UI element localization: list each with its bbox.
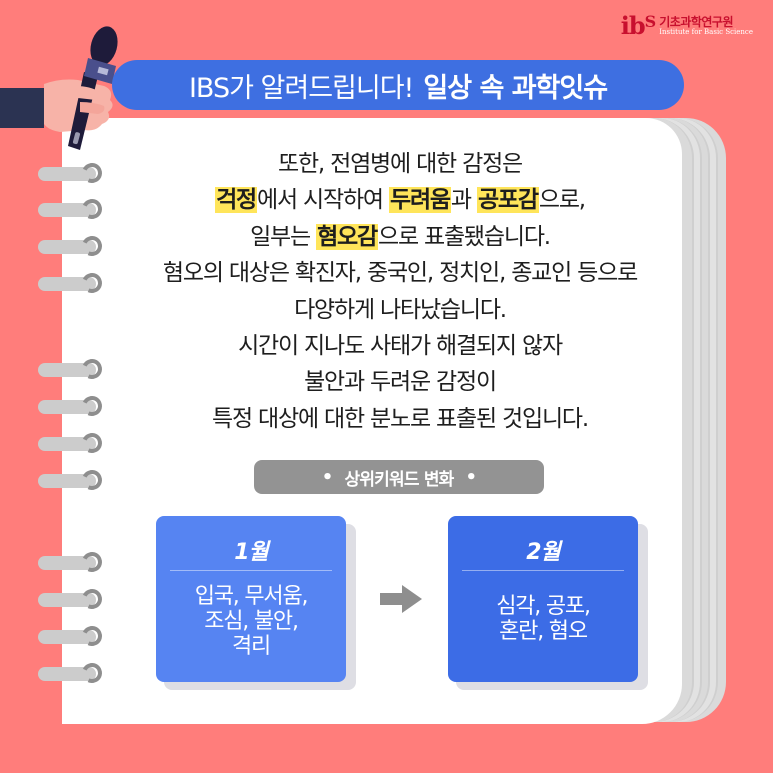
highlight-terror: 공포감 bbox=[476, 187, 539, 214]
keyword-change-label: 상위키워드 변화 bbox=[344, 469, 455, 490]
bullet-icon: • bbox=[321, 466, 333, 488]
highlight-worry: 걱정 bbox=[215, 187, 257, 214]
body-line-5: 다양하게 나타났습니다. bbox=[294, 296, 507, 323]
article-body: 또한, 전염병에 대한 감정은 걱정에서 시작하여 두려움과 공포감으로, 일부… bbox=[110, 146, 690, 437]
spiral-ring-icon bbox=[38, 196, 105, 222]
keyword-change-badge: • 상위키워드 변화 • bbox=[254, 460, 544, 494]
card-keywords: 입국, 무서움, 조심, 불안, 격리 bbox=[194, 584, 309, 659]
keyword-card-january: 1월 입국, 무서움, 조심, 불안, 격리 bbox=[156, 516, 346, 682]
header-title-light: IBS가 알려드립니다! bbox=[188, 72, 414, 104]
logo-name-english: Institute for Basic Science bbox=[659, 28, 753, 36]
highlight-fear: 두려움 bbox=[389, 187, 451, 214]
spiral-ring-icon bbox=[38, 660, 105, 686]
highlight-disgust: 혐오감 bbox=[316, 223, 378, 250]
card-month-title: 1월 bbox=[234, 540, 269, 565]
spiral-ring-icon bbox=[38, 549, 105, 575]
spiral-ring-icon bbox=[38, 586, 105, 612]
spiral-ring-icon bbox=[38, 356, 105, 382]
ibs-logo: ibS 기초과학연구원 Institute for Basic Science bbox=[621, 14, 753, 38]
ibs-logo-mark: ibS bbox=[620, 11, 656, 40]
body-line-8: 특정 대상에 대한 분노로 표출된 것입니다. bbox=[212, 405, 589, 432]
bullet-icon: • bbox=[465, 466, 477, 488]
card-month-title: 2월 bbox=[526, 540, 561, 565]
spiral-ring-icon bbox=[38, 233, 105, 259]
card-divider bbox=[170, 570, 332, 571]
spiral-ring-icon bbox=[38, 393, 105, 419]
microphone-icon bbox=[0, 26, 118, 150]
body-line-2: 걱정에서 시작하여 두려움과 공포감으로, bbox=[215, 187, 586, 214]
right-arrow-icon bbox=[380, 585, 422, 613]
spiral-ring-icon bbox=[38, 623, 105, 649]
body-line-3: 일부는 혐오감으로 표출됐습니다. bbox=[250, 223, 551, 250]
body-line-1: 또한, 전염병에 대한 감정은 bbox=[277, 151, 523, 177]
header-banner: IBS가 알려드립니다! 일상 속 과학잇슈 bbox=[112, 60, 684, 110]
logo-name-korean: 기초과학연구원 bbox=[659, 15, 734, 29]
spiral-ring-icon bbox=[38, 430, 105, 456]
spiral-ring-icon bbox=[38, 160, 105, 186]
card-keywords: 심각, 공포, 혼란, 혐오 bbox=[496, 594, 591, 644]
body-line-6: 시간이 지나도 사태가 해결되지 않자 bbox=[238, 333, 563, 360]
header-title-bold: 일상 속 과학잇슈 bbox=[423, 72, 608, 104]
spiral-ring-icon bbox=[38, 270, 105, 296]
card-divider bbox=[462, 570, 624, 571]
keyword-card-february: 2월 심각, 공포, 혼란, 혐오 bbox=[448, 516, 638, 682]
ibs-logo-text: 기초과학연구원 Institute for Basic Science bbox=[659, 16, 753, 36]
body-line-4: 혐오의 대상은 확진자, 중국인, 정치인, 종교인 등으로 bbox=[162, 260, 638, 287]
body-line-7: 불안과 두려운 감정이 bbox=[304, 369, 497, 396]
spiral-ring-icon bbox=[38, 467, 105, 493]
microphone-hand-illustration bbox=[0, 20, 130, 160]
